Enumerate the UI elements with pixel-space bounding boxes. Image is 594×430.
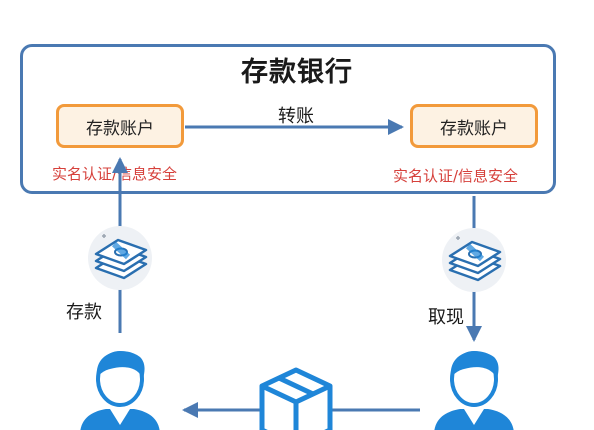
money-stack-icon bbox=[88, 226, 152, 290]
right-deposit-account-box: 存款账户 bbox=[410, 104, 538, 148]
bank-title: 存款银行 bbox=[241, 57, 353, 88]
right-security-label: 实名认证/信息安全 bbox=[393, 167, 519, 185]
transfer-label: 转账 bbox=[278, 106, 314, 127]
package-box-icon bbox=[259, 367, 333, 430]
deposit-label: 存款 bbox=[66, 302, 102, 323]
right-person-icon bbox=[434, 351, 514, 430]
withdraw-label: 取现 bbox=[428, 307, 464, 328]
left-person-icon bbox=[80, 351, 160, 430]
left-security-label: 实名认证/信息安全 bbox=[52, 165, 178, 183]
money-stack-icon bbox=[442, 228, 506, 292]
left-deposit-account-box: 存款账户 bbox=[56, 104, 184, 148]
bank-container bbox=[20, 44, 556, 194]
